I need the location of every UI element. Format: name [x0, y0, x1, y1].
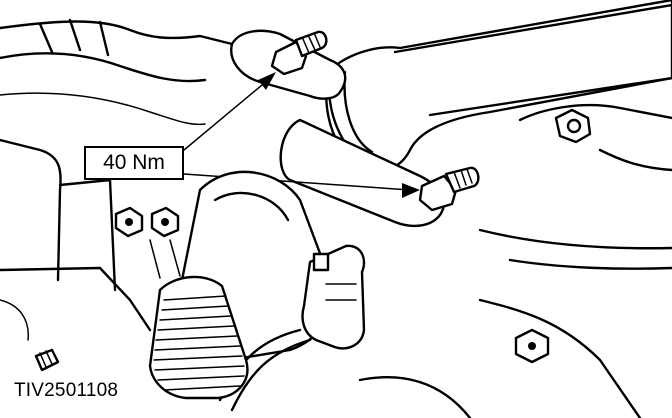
- lower-bolt: [358, 298, 642, 418]
- lower-stud: [418, 166, 480, 212]
- left-nuts: [114, 206, 181, 279]
- torque-value: 40 Nm: [103, 151, 165, 174]
- small-stud: [34, 348, 60, 372]
- exhaust-pipe: [325, 0, 672, 172]
- oxygen-sensor: [301, 244, 366, 350]
- engine-housing: [0, 18, 234, 341]
- upper-stud: [270, 30, 328, 76]
- flex-pipe: [148, 275, 249, 400]
- figure-reference-code: TIV2501108: [14, 380, 119, 401]
- torque-callout-label: 40 Nm: [84, 146, 184, 180]
- right-bracket: [478, 103, 672, 270]
